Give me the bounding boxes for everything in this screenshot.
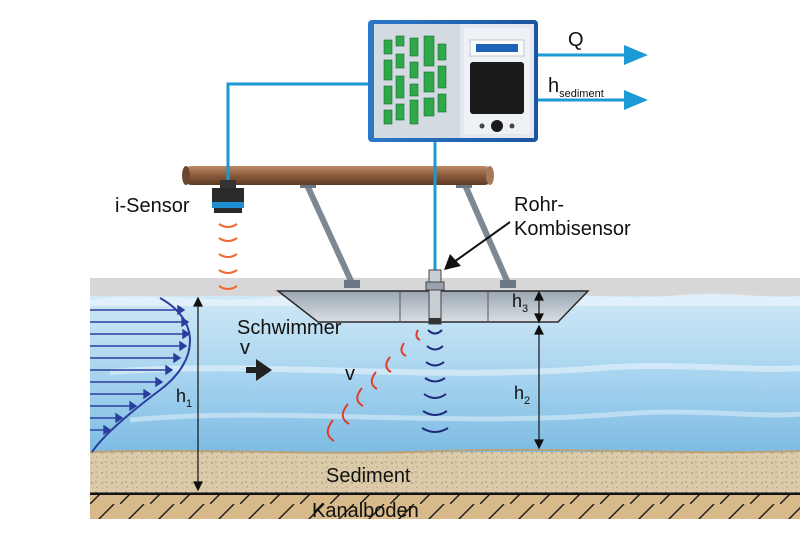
channel-bed <box>90 495 800 519</box>
right-arrow-icon <box>246 359 272 381</box>
label-hsediment: hsediment <box>548 75 604 100</box>
dimension-h1 <box>193 296 203 492</box>
support-pipe-end <box>486 166 494 185</box>
rohr-kombisensor <box>425 269 445 325</box>
cable-i-sensor <box>226 82 368 186</box>
label-h1: h1 <box>176 386 192 410</box>
velocity-profile <box>90 297 191 453</box>
output-arrow-q-head <box>624 45 648 65</box>
float-arm-right <box>462 183 511 285</box>
ultrasonic-sensor-icon <box>212 180 244 213</box>
sediment-edge <box>89 448 800 454</box>
float-arm-joint <box>344 280 360 288</box>
label-i-sensor: i-Sensor <box>115 195 190 217</box>
label-h3: h3 <box>512 291 528 315</box>
depth-waves <box>421 329 449 433</box>
rohr-pointer-head <box>444 254 461 270</box>
label-schwimmer: Schwimmer <box>237 317 342 339</box>
label-rohr-line2: Kombisensor <box>514 218 631 240</box>
velocity-waves <box>326 329 421 442</box>
dimension-h3 <box>534 290 544 324</box>
label-q: Q <box>568 29 584 51</box>
label-sediment: Sediment <box>326 465 411 487</box>
label-v-water: v <box>345 363 355 385</box>
output-arrow-hsediment-head <box>624 90 648 110</box>
support-pipe-end <box>182 166 190 185</box>
water-streak <box>109 363 800 376</box>
ground-surface <box>90 278 800 296</box>
transmitter-icon <box>368 20 538 142</box>
sediment-layer <box>90 452 800 494</box>
dimension-h2 <box>534 324 544 450</box>
float-arm-joint <box>500 280 516 288</box>
label-v-float: v <box>240 337 250 359</box>
i-sensor-waves <box>218 223 238 290</box>
support-pipe <box>183 166 493 185</box>
float-arm-left <box>304 183 355 285</box>
label-kanalboden: Kanalboden <box>312 500 419 522</box>
label-h2: h2 <box>514 383 530 407</box>
rohr-pointer-line <box>453 221 511 263</box>
label-rohr-line1: Rohr- <box>514 194 564 216</box>
